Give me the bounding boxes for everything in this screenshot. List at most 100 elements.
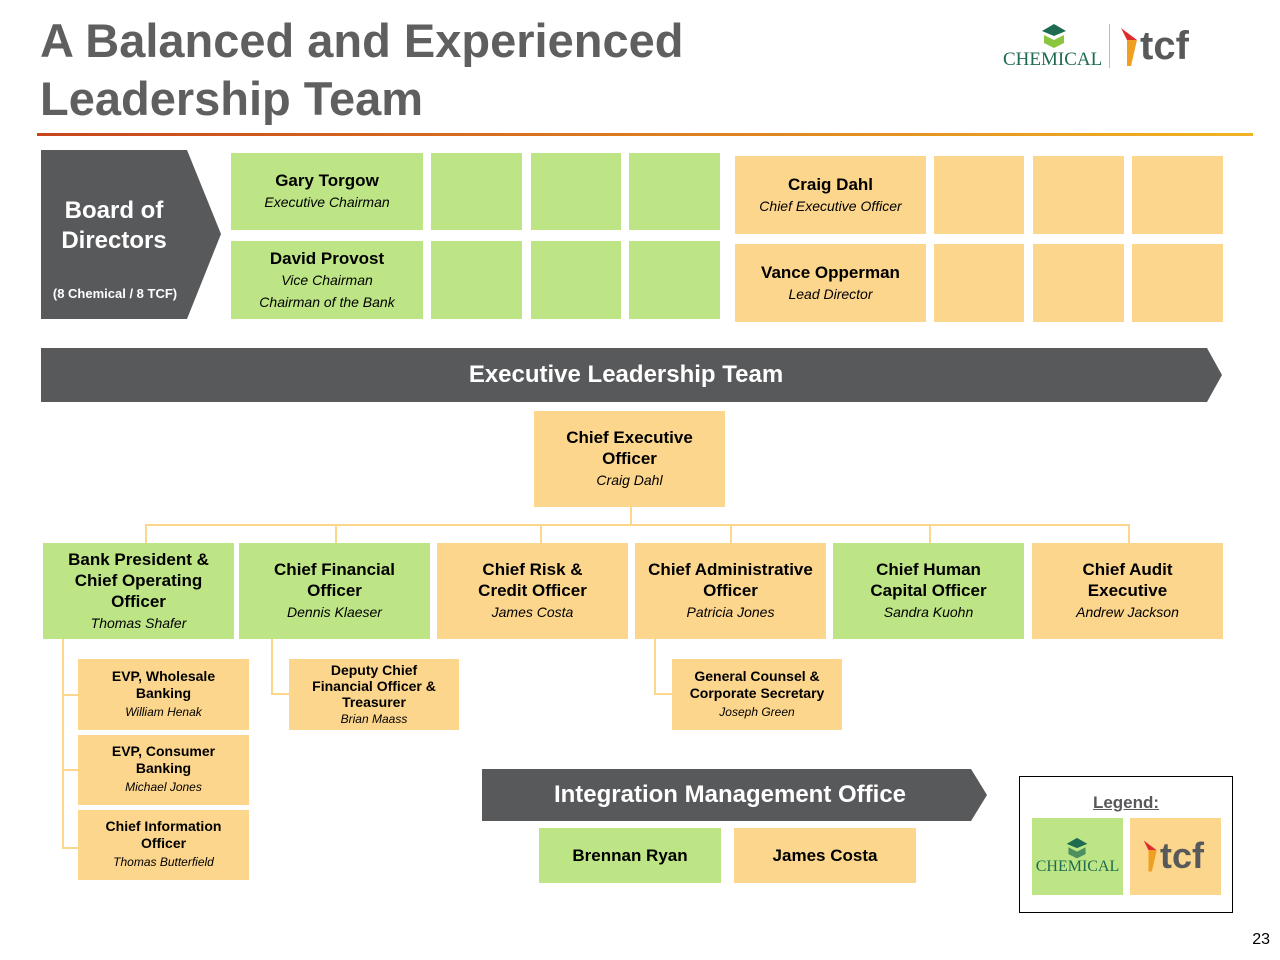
direct-report-card: Chief Administrative Officer Patricia Jo… bbox=[635, 543, 826, 639]
direct-report-card: Bank President & Chief Operating Officer… bbox=[43, 543, 234, 639]
board-member-card: Vance Opperman Lead Director bbox=[735, 244, 926, 322]
org-connector bbox=[62, 694, 78, 696]
legend: Legend: CHEMICAL tcf bbox=[1019, 776, 1233, 913]
org-connector bbox=[929, 524, 931, 543]
imo-banner-label: Integration Management Office bbox=[553, 781, 907, 808]
sub-report-card: General Counsel & Corporate Secretary Jo… bbox=[672, 659, 842, 730]
board-seat-placeholder bbox=[1033, 156, 1124, 234]
person-name: James Costa bbox=[491, 604, 574, 620]
legend-chemical-swatch: CHEMICAL bbox=[1032, 818, 1123, 895]
org-connector bbox=[145, 524, 1129, 526]
sub-report-card: Deputy Chief Financial Officer & Treasur… bbox=[289, 659, 459, 730]
board-seat-placeholder bbox=[1033, 244, 1124, 322]
imo-banner: Integration Management Office bbox=[482, 769, 987, 821]
board-seat-placeholder bbox=[934, 244, 1024, 322]
board-seat-placeholder bbox=[431, 241, 522, 319]
tcf-wordmark: tcf bbox=[1140, 24, 1189, 68]
position-title: Chief Financial Officer bbox=[274, 560, 395, 600]
chevron-shape bbox=[41, 150, 221, 319]
position-title: EVP, Wholesale Banking bbox=[111, 667, 216, 701]
board-composition: (8 Chemical / 8 TCF) bbox=[52, 286, 178, 301]
person-name: Craig Dahl bbox=[596, 472, 663, 488]
sub-report-card: Chief Information Officer Thomas Butterf… bbox=[78, 810, 249, 880]
org-connector bbox=[1128, 524, 1130, 543]
board-member-card: Craig Dahl Chief Executive Officer bbox=[735, 156, 926, 234]
member-role: Vice Chairman bbox=[281, 271, 373, 288]
board-label: Board of Directors bbox=[61, 197, 167, 254]
board-seat-placeholder bbox=[934, 156, 1024, 234]
org-connector bbox=[654, 639, 656, 694]
member-name: Vance Opperman bbox=[761, 262, 900, 282]
member-name: Craig Dahl bbox=[787, 174, 874, 194]
member-name: David Provost bbox=[269, 248, 385, 268]
position-title: Chief Administrative Officer bbox=[648, 560, 813, 600]
chemical-emblem-icon bbox=[1066, 837, 1088, 859]
position-title: Chief Audit Executive bbox=[1082, 560, 1173, 600]
direct-report-card: Chief Audit Executive Andrew Jackson bbox=[1032, 543, 1223, 639]
org-connector bbox=[335, 524, 337, 543]
logo-separator bbox=[1109, 24, 1110, 68]
person-name: Thomas Shafer bbox=[90, 614, 187, 631]
elt-banner-label: Executive Leadership Team bbox=[468, 361, 784, 388]
board-seat-placeholder bbox=[629, 153, 720, 230]
org-connector bbox=[271, 639, 273, 694]
position-title: Bank President & Chief Operating Officer bbox=[68, 549, 209, 611]
page-number: 23 bbox=[1252, 931, 1270, 948]
board-member-card: Gary Torgow Executive Chairman bbox=[231, 153, 423, 230]
org-connector bbox=[145, 524, 147, 543]
board-of-directors-chevron: Board of Directors (8 Chemical / 8 TCF) bbox=[41, 150, 221, 319]
imo-member-card: Brennan Ryan bbox=[539, 828, 721, 883]
person-name: Sandra Kuohn bbox=[883, 604, 974, 620]
position-title: General Counsel & Corporate Secretary bbox=[689, 667, 825, 701]
person-name: Dennis Klaeser bbox=[287, 604, 382, 620]
board-seat-placeholder bbox=[431, 153, 522, 230]
member-role: Chairman of the Bank bbox=[259, 293, 395, 310]
board-seat-placeholder bbox=[531, 153, 621, 230]
org-connector bbox=[62, 769, 78, 771]
org-connector bbox=[630, 507, 632, 525]
person-name: William Henak bbox=[125, 704, 202, 719]
org-connector bbox=[62, 847, 78, 849]
member-role: Executive Chairman bbox=[264, 194, 390, 210]
org-connector bbox=[540, 524, 542, 543]
org-connector bbox=[271, 693, 289, 695]
position-title: Deputy Chief Financial Officer & Treasur… bbox=[312, 661, 436, 710]
elt-banner: Executive Leadership Team bbox=[41, 348, 1222, 402]
board-seat-placeholder bbox=[1132, 156, 1223, 234]
board-seat-placeholder bbox=[1132, 244, 1223, 322]
legend-title: Legend: bbox=[1092, 793, 1160, 812]
position-title: EVP, Consumer Banking bbox=[111, 743, 216, 776]
person-name: Andrew Jackson bbox=[1076, 604, 1179, 620]
member-role: Lead Director bbox=[788, 285, 873, 302]
person-name: Brian Maass bbox=[340, 711, 408, 726]
org-connector bbox=[730, 524, 732, 543]
page-title: A Balanced and Experienced Leadership Te… bbox=[40, 14, 684, 125]
person-name: Brennan Ryan bbox=[572, 846, 688, 865]
banner-arrow-shape bbox=[41, 348, 1222, 402]
chemical-wordmark: CHEMICAL bbox=[1003, 49, 1103, 70]
direct-report-card: Chief Financial Officer Dennis Klaeser bbox=[239, 543, 430, 639]
header-logo: CHEMICAL tcf bbox=[1003, 22, 1198, 74]
member-role: Chief Executive Officer bbox=[759, 197, 902, 214]
position-title: Chief Risk & Credit Officer bbox=[478, 560, 587, 600]
imo-member-card: James Costa bbox=[734, 828, 916, 883]
org-connector bbox=[654, 693, 672, 695]
person-name: Joseph Green bbox=[719, 704, 795, 719]
person-name: James Costa bbox=[772, 846, 878, 865]
board-seat-placeholder bbox=[629, 241, 720, 319]
position-title: Chief Human Capital Officer bbox=[870, 560, 987, 600]
direct-report-card: Chief Human Capital Officer Sandra Kuohn bbox=[833, 543, 1024, 639]
person-name: Michael Jones bbox=[125, 780, 202, 794]
ceo-card: Chief Executive Officer Craig Dahl bbox=[534, 411, 725, 507]
board-member-card: David Provost Vice Chairman Chairman of … bbox=[231, 241, 423, 319]
title-divider bbox=[37, 133, 1253, 136]
sub-report-card: EVP, Consumer Banking Michael Jones bbox=[78, 735, 249, 805]
banner-arrow-shape bbox=[482, 769, 987, 821]
direct-report-card: Chief Risk & Credit Officer James Costa bbox=[437, 543, 628, 639]
board-seat-placeholder bbox=[531, 241, 621, 319]
tcf-wordmark: tcf bbox=[1160, 835, 1204, 876]
legend-tcf-swatch: tcf bbox=[1130, 818, 1221, 895]
member-name: Gary Torgow bbox=[275, 171, 379, 190]
person-name: Patricia Jones bbox=[686, 604, 775, 620]
chemical-wordmark: CHEMICAL bbox=[1035, 858, 1120, 875]
